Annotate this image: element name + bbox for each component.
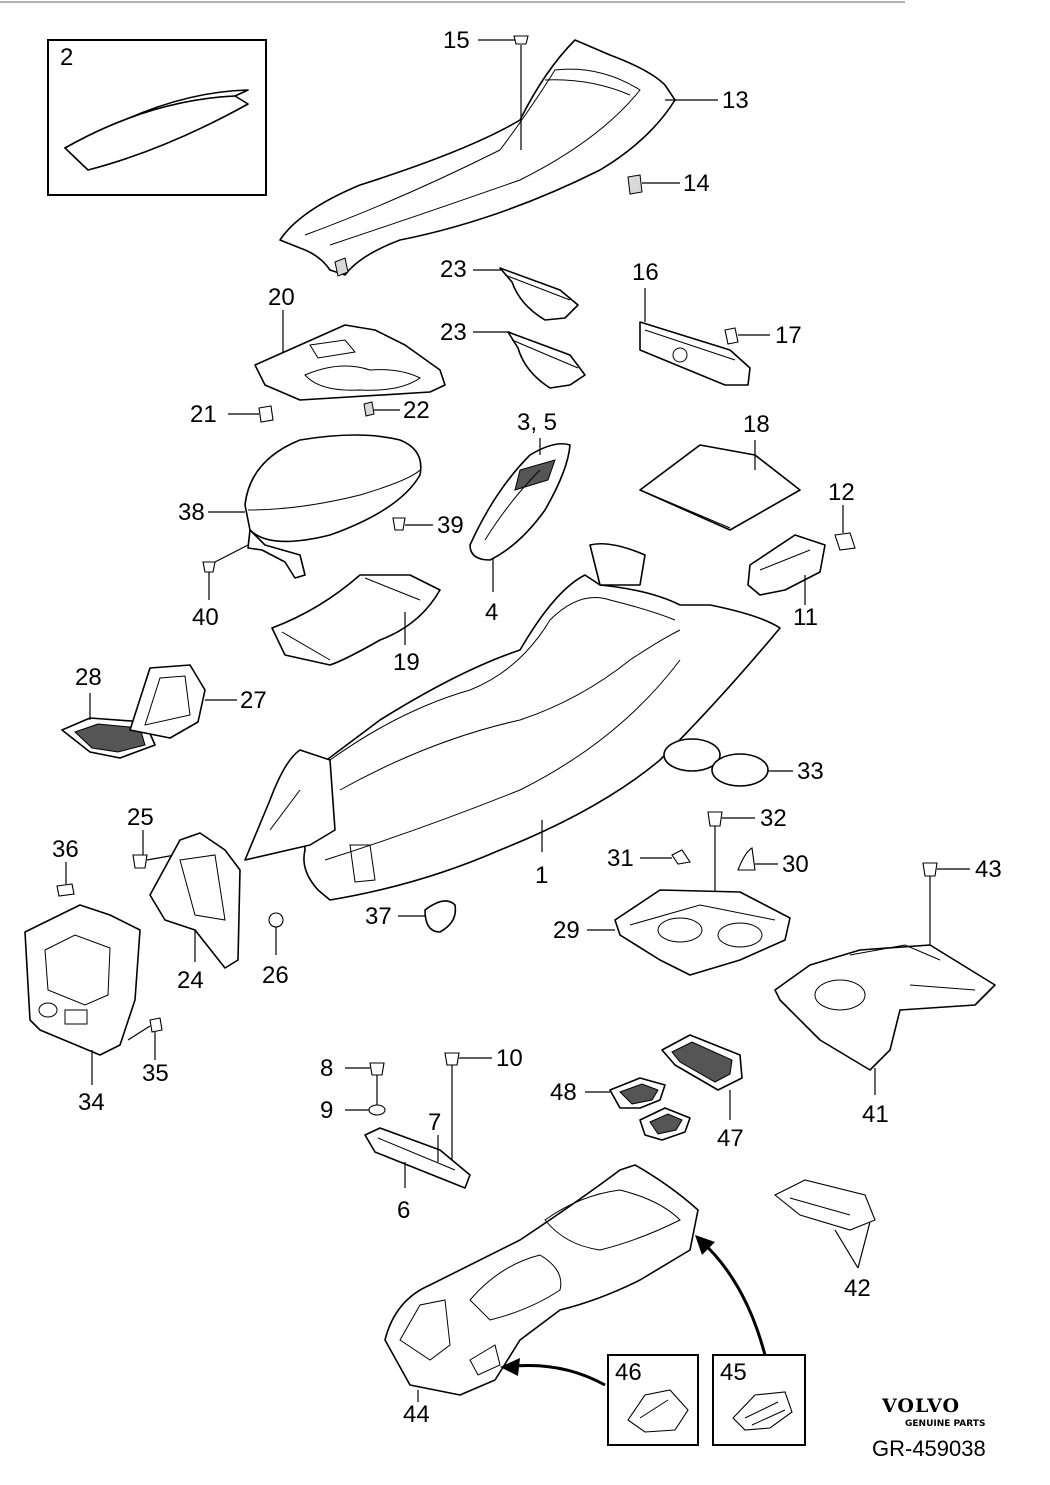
part-37-cap [424,900,457,933]
callout-38: 38 [178,499,205,526]
callout-14: 14 [683,170,710,197]
callout-16: 16 [632,259,659,286]
callout-28: 28 [75,664,102,691]
callout-48: 48 [550,1079,577,1106]
callout-9: 9 [320,1097,333,1124]
part-27-bezel [129,664,206,739]
part-18-mat [639,444,801,531]
callout-22: 22 [403,397,430,424]
part-42-plates [773,1179,876,1231]
arrow-46-head [500,1358,520,1376]
callout-25: 25 [127,804,154,831]
callout-6: 6 [397,1197,410,1224]
callout-3-5: 3, 5 [517,409,557,436]
callout-29: 29 [553,917,580,944]
callout-8: 8 [320,1055,333,1082]
part-13-top-trim [279,39,676,277]
callout-12: 12 [828,479,855,506]
arrow-45 [699,1238,767,1356]
brand-tagline: GENUINE PARTS [905,1419,985,1429]
callout-2: 2 [60,44,73,71]
callout-39: 39 [437,512,464,539]
part-24-bracket [149,832,241,969]
part-33-mats [663,738,769,787]
callout-36: 36 [52,836,79,863]
callout-27: 27 [240,687,267,714]
part-48-mats [609,1077,691,1141]
callout-40: 40 [192,604,219,631]
callout-37: 37 [365,903,392,930]
callout-32: 32 [760,805,787,832]
callout-34: 34 [78,1089,105,1116]
callout-43: 43 [975,856,1002,883]
arrow-46 [504,1364,606,1387]
callout-13: 13 [722,87,749,114]
part-47-mat [661,1034,743,1091]
part-23-upper [499,267,579,321]
callout-33: 33 [797,758,824,785]
callout-11: 11 [793,604,818,631]
part-46-inset: 46 [607,1354,699,1446]
arrow-45-head [695,1235,715,1255]
callout-47: 47 [717,1125,744,1152]
part-45-inset: 45 [712,1354,806,1446]
callout-23-upper: 23 [440,256,467,283]
callout-18: 18 [743,411,770,438]
callout-19: 19 [393,649,420,676]
callout-35: 35 [142,1060,169,1087]
part-20-cupholder-trim [254,324,446,401]
part-3-5-liner [469,442,571,561]
callout-26: 26 [262,962,289,989]
brand-logo: VOLVO [881,1395,960,1417]
part-6-rail [364,1127,471,1189]
part-1-console [244,542,781,901]
callout-20: 20 [268,284,295,311]
part-11-bracket [747,534,826,596]
part-19-liner [271,574,441,666]
callout-45: 45 [720,1359,747,1386]
part-23-lower [507,331,586,389]
callout-42: 42 [844,1275,871,1302]
callout-17: 17 [775,322,802,349]
part-41-housing [774,944,996,1071]
callout-41: 41 [862,1101,889,1128]
callout-31: 31 [607,845,634,872]
reference-number: GR-459038 [872,1436,986,1461]
callout-23-lower: 23 [440,319,467,346]
part-38-armrest [244,434,422,579]
callout-21: 21 [190,401,217,428]
callout-44: 44 [403,1401,430,1428]
callout-10: 10 [496,1045,523,1072]
callout-4: 4 [485,599,498,626]
callout-7: 7 [428,1109,441,1136]
callout-24: 24 [177,967,204,994]
part-2-inset: 2 [47,39,267,196]
part-29-cupholder [614,889,791,976]
part-16-panel [639,321,751,386]
callout-1: 1 [535,862,548,889]
callout-30: 30 [782,851,809,878]
callout-46: 46 [615,1359,642,1386]
part-34-rear-panel [24,904,141,1056]
callout-15: 15 [443,27,470,54]
part-44-lower-console [384,1164,699,1396]
